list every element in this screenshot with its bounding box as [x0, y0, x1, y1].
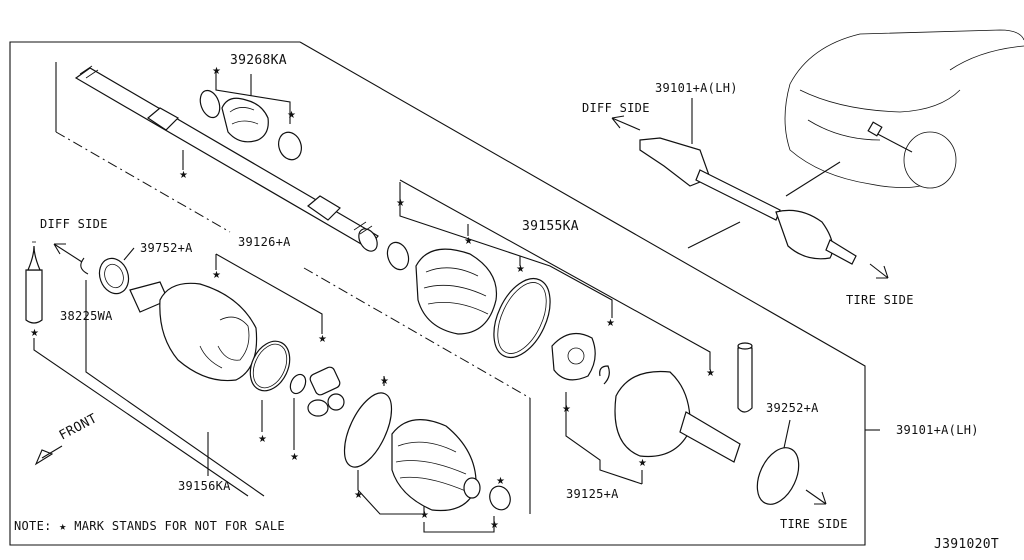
label-39125: 39125+A [566, 487, 619, 501]
label-39752: 39752+A [140, 241, 193, 255]
bracket-39155ka [399, 182, 613, 318]
label-39252: 39252+A [766, 401, 819, 415]
star-mark: ★ [212, 270, 221, 281]
label-tire-side-bottom: TIRE SIDE [780, 517, 848, 531]
outer-cv-joint [551, 332, 800, 505]
arrow-tire-side-bottom [805, 489, 827, 505]
car-front-illustration [784, 29, 1024, 189]
pointer-line-2 [687, 221, 741, 249]
bracket-38225wa [33, 338, 249, 497]
tripod-spider [307, 366, 345, 417]
star-mark: ★ [396, 198, 405, 209]
full-drive-shaft [639, 121, 913, 265]
outer-boot [386, 241, 551, 358]
grease-tube-left [25, 241, 43, 324]
bracket-39126 [215, 253, 323, 334]
label-tire-side-top: TIRE SIDE [846, 293, 914, 307]
star-mark: ★ [420, 510, 429, 521]
label-front: FRONT [57, 411, 100, 443]
pointer-line-1 [785, 161, 841, 197]
star-mark: ★ [380, 376, 389, 387]
oil-seal [98, 257, 130, 295]
star-mark: ★ [30, 328, 39, 339]
arrow-diff-side-left [53, 243, 83, 263]
snap-ring-left [80, 257, 89, 275]
star-mark: ★ [490, 520, 499, 531]
assembly-frame [9, 41, 866, 546]
centerline-1 [55, 131, 231, 233]
bracket-39101-upper [399, 179, 711, 370]
star-mark: ★ [706, 368, 715, 379]
label-39155ka: 39155KA [522, 219, 579, 234]
diagram-code: J391020T [934, 537, 999, 552]
label-diff-side-left: DIFF SIDE [40, 217, 108, 231]
label-39268ka: 39268KA [230, 53, 287, 68]
star-mark: ★ [606, 318, 615, 329]
star-mark: ★ [290, 452, 299, 463]
label-39156ka: 39156KA [178, 479, 231, 493]
label-39101-lh-right: 39101+A(LH) [896, 423, 979, 437]
boot-kit-39268ka [199, 89, 302, 161]
star-mark: ★ [638, 458, 647, 469]
leader-39752 [123, 247, 135, 261]
intermediate-shaft [74, 65, 379, 252]
star-mark: ★ [179, 170, 188, 181]
note-text: NOTE: ★ MARK STANDS FOR NOT FOR SALE [14, 519, 285, 533]
label-39101-lh-top: 39101+A(LH) [655, 81, 738, 95]
arrow-front [34, 445, 63, 466]
star-mark: ★ [516, 264, 525, 275]
star-mark: ★ [496, 476, 505, 487]
leader-39252 [783, 419, 791, 449]
inner-cv-housing [129, 281, 258, 382]
star-mark: ★ [354, 490, 363, 501]
label-39126: 39126+A [238, 235, 291, 249]
star-mark: ★ [318, 334, 327, 345]
bracket-snap-ring [85, 280, 265, 497]
label-38225wa: 38225WA [60, 309, 113, 323]
bracket-39125 [565, 392, 643, 485]
arrow-diff-side-top [611, 115, 641, 131]
star-mark: ★ [562, 404, 571, 415]
bracket-inner-boot-2 [423, 516, 495, 533]
label-diff-side-top: DIFF SIDE [582, 101, 650, 115]
star-mark: ★ [212, 66, 221, 77]
arrow-tire-side-top [869, 263, 889, 279]
star-mark: ★ [258, 434, 267, 445]
star-mark: ★ [464, 236, 473, 247]
inner-boot [343, 392, 511, 512]
centerline-2 [303, 267, 531, 399]
bracket-inner-boot [357, 470, 425, 515]
star-mark: ★ [287, 110, 296, 121]
snap-ring-small [289, 373, 307, 395]
leader-39268ka [215, 72, 291, 124]
